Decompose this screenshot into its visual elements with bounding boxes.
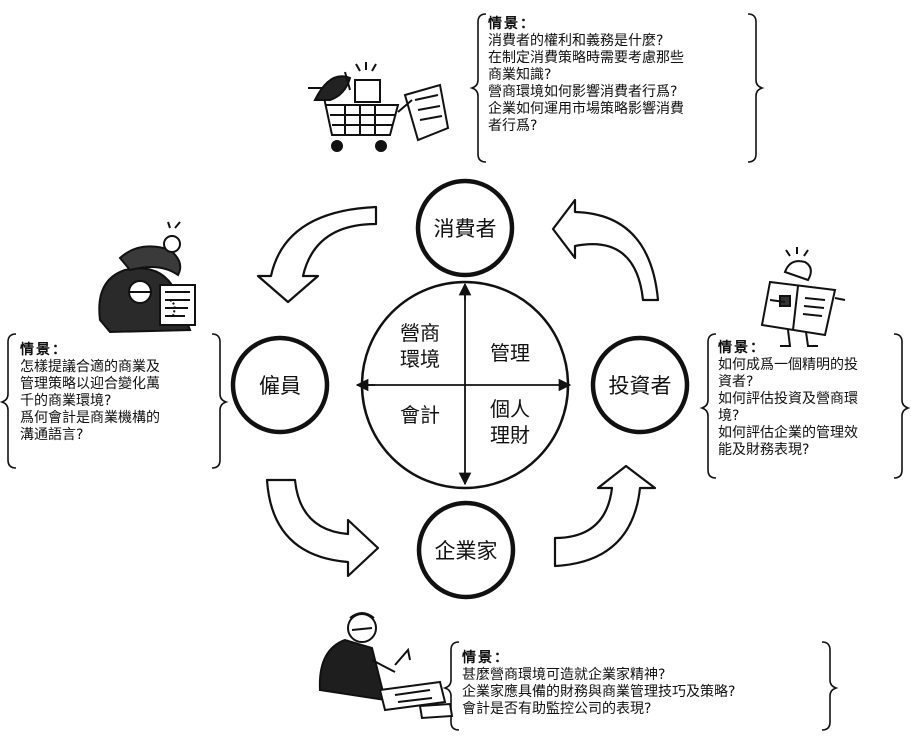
arrow-employee-to-entrepreneur [265, 478, 380, 578]
consumer-box-left-brace [469, 13, 487, 163]
node-investor-label: 投資者 [609, 374, 672, 398]
entrepreneur-scenario-line: 會計是否有助監控公司的表現? [462, 701, 652, 717]
investor-scenario-line: 境? [718, 408, 740, 424]
consumer-scenario-line: 者行爲? [488, 118, 538, 134]
entrepreneur-box-right-brace [821, 641, 839, 731]
quadrant-business-environment-line2: 環境 [400, 347, 440, 371]
arrow-consumer-to-employee [256, 205, 378, 304]
investor-scenario-box: 情景： 如何成爲一個精明的投 資者? 如何評估投資及營商環 境? 如何評估企業的… [718, 340, 900, 459]
node-consumer-circle [415, 178, 515, 278]
office-workers-illustration [98, 221, 196, 334]
entrepreneur-scenario-line: 企業家應具備的財務與商業管理技巧及策略? [462, 684, 736, 700]
node-entrepreneur-label: 企業家 [435, 539, 498, 563]
employee-box-left-brace [0, 333, 17, 469]
quadrant-management: 管理 [490, 341, 530, 365]
consumer-scenario-line: 在制定消費策略時需要考慮那些 [488, 50, 684, 66]
node-consumer-label: 消費者 [434, 217, 497, 241]
newspaper-reader-illustration [760, 247, 846, 347]
node-employee-label: 僱員 [259, 374, 301, 398]
arrow-entrepreneur-to-investor [553, 464, 657, 568]
entrepreneur-scenario-line: 甚麼營商環境可造就企業家精神? [462, 667, 666, 683]
employee-box-right-brace [211, 333, 229, 469]
employee-scenario-line: 管理策略以迎合變化萬 [20, 376, 160, 392]
employee-scenario-line: 溝通語言? [20, 427, 84, 443]
quadrant-personal-finance-line2: 理財 [490, 423, 530, 447]
employee-scenario-box: 情景： 怎樣提議合適的商業及 管理策略以迎合變化萬 千的商業環境? 爲何會計是商… [20, 342, 215, 444]
investor-scenario-title: 情景： [718, 340, 766, 356]
node-employee-circle [230, 335, 330, 435]
employee-scenario-title: 情景： [20, 342, 68, 358]
shopping-cart-illustration [308, 62, 450, 152]
entrepreneur-scenario-box: 情景： 甚麼營商環境可造就企業家精神? 企業家應具備的財務與商業管理技巧及策略?… [462, 650, 824, 718]
node-investor-circle [590, 335, 690, 435]
investor-scenario-line: 能及財務表現? [718, 442, 810, 458]
quadrant-personal-finance-line1: 個人 [490, 397, 530, 421]
consumer-scenario-title: 情景： [488, 16, 536, 32]
node-entrepreneur-circle [416, 500, 516, 600]
employee-scenario-line: 爲何會計是商業機構的 [20, 410, 160, 426]
entrepreneur-box-left-brace [442, 641, 460, 731]
consumer-scenario-line: 營商環境如何影響消費者行爲? [488, 84, 678, 100]
employee-scenario-line: 怎樣提議合適的商業及 [20, 359, 160, 375]
investor-scenario-line: 資者? [718, 374, 754, 390]
consumer-scenario-box: 情景： 消費者的權利和義務是什麼? 在制定消費策略時需要考慮那些 商業知識? 營… [488, 16, 750, 135]
consumer-scenario-line: 消費者的權利和義務是什麼? [488, 33, 664, 49]
employee-scenario-line: 千的商業環境? [20, 393, 112, 409]
quadrant-business-environment-line1: 營商 [400, 321, 440, 345]
entrepreneur-scenario-title: 情景： [462, 650, 510, 666]
investor-scenario-line: 如何成爲一個精明的投 [718, 357, 858, 373]
arrow-investor-to-consumer [551, 198, 660, 302]
investor-box-right-brace [893, 333, 911, 479]
investor-box-left-brace [699, 333, 717, 479]
consumer-scenario-line: 企業如何運用市場策略影響消費 [488, 101, 684, 117]
desk-worker-illustration [318, 612, 454, 720]
quadrant-accounting: 會計 [400, 403, 440, 427]
consumer-scenario-line: 商業知識? [488, 67, 552, 83]
investor-scenario-line: 如何評估投資及營商環 [718, 391, 858, 407]
consumer-box-right-brace [747, 13, 765, 163]
investor-scenario-line: 如何評估企業的管理效 [718, 425, 858, 441]
